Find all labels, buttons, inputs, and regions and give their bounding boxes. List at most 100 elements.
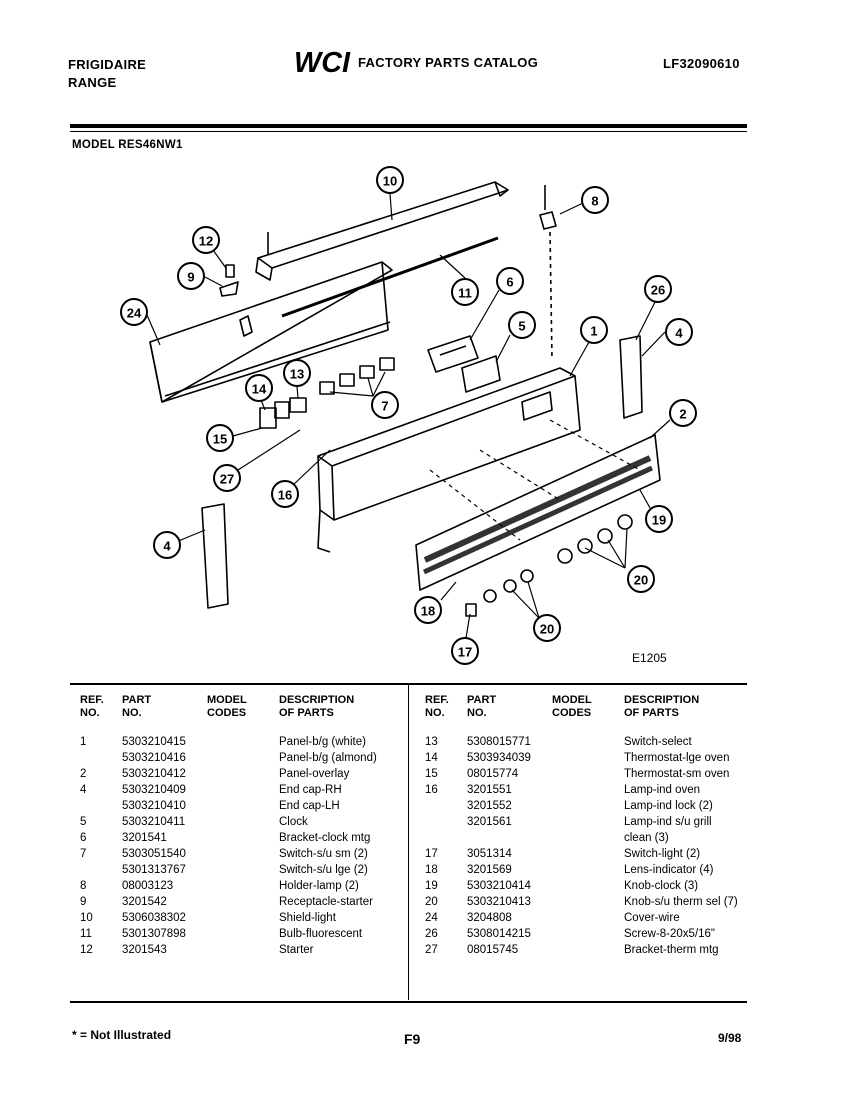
table-row: 5303210410 End cap-LH <box>80 798 404 814</box>
part-number-cell: 08003123 <box>122 880 174 892</box>
table-row: 2 5303210412 Panel-overlay <box>80 766 404 782</box>
table-center-divider <box>408 685 409 1000</box>
callout-8 <box>581 186 609 214</box>
svg-text:13: 13 <box>290 367 304 382</box>
model-label: MODEL RES46NW1 <box>72 139 183 151</box>
model-codes-cell <box>207 942 279 958</box>
model-codes-cell <box>552 926 624 942</box>
logo-text: WCI <box>294 47 351 76</box>
product-name: RANGE <box>68 75 117 90</box>
description-cell: Switch-select <box>624 736 692 748</box>
wci-logo: WCI <box>292 46 354 81</box>
model-codes-cell <box>552 766 624 782</box>
ref-cell <box>80 798 122 814</box>
callout-2 <box>669 399 697 427</box>
model-codes-cell <box>207 862 279 878</box>
model-codes-cell <box>207 734 279 750</box>
description-cell: Knob-clock (3) <box>624 880 699 892</box>
description-cell: End cap-RH <box>279 784 342 796</box>
callout-11 <box>451 278 479 306</box>
callout-20-upper <box>627 565 655 593</box>
model-codes-cell <box>552 910 624 926</box>
part-number-cell: 5301307898 <box>122 928 186 940</box>
part-number-cell: 5303934039 <box>467 752 531 764</box>
model-codes-cell <box>552 942 624 958</box>
description-cell: Cover-wire <box>624 912 680 924</box>
model-codes-cell <box>552 814 624 830</box>
ref-cell: 26 <box>425 928 438 940</box>
callout-17 <box>451 637 479 665</box>
description-cell: Screw-8-20x5/16" <box>624 928 716 940</box>
ref-cell: 11 <box>80 928 92 940</box>
description-cell: Switch-s/u lge (2) <box>279 864 368 876</box>
model-codes-cell <box>552 830 624 846</box>
part-number-cell: 5306038302 <box>122 912 186 924</box>
part-number-cell: 5303210412 <box>122 768 186 780</box>
ref-cell: 18 <box>425 864 438 876</box>
callout-24 <box>120 298 148 326</box>
description-cell: Clock <box>279 816 308 828</box>
svg-text:6: 6 <box>506 275 513 290</box>
callout-16 <box>271 480 299 508</box>
description-cell: Holder-lamp (2) <box>279 880 359 892</box>
description-cell: Switch-s/u sm (2) <box>279 848 368 860</box>
ref-cell: 2 <box>80 768 87 780</box>
model-codes-cell <box>207 830 279 846</box>
exploded-parts-diagram: 10 8 12 9 11 6 24 26 5 1 4 13 14 7 15 2 … <box>120 166 697 665</box>
svg-text:15: 15 <box>213 432 227 447</box>
model-codes-cell <box>552 734 624 750</box>
svg-text:17: 17 <box>458 645 472 660</box>
description-cell: Lens-indicator (4) <box>624 864 714 876</box>
description-cell: Lamp-ind oven <box>624 784 701 796</box>
svg-text:5: 5 <box>518 319 525 334</box>
part-number-cell: 5303210410 <box>122 800 186 812</box>
callout-7 <box>371 391 399 419</box>
ref-cell: 24 <box>425 912 438 924</box>
part-number-cell: 5303210411 <box>122 816 186 828</box>
ref-cell: 9 <box>80 896 87 908</box>
model-codes-cell <box>207 894 279 910</box>
description-cell: Thermostat-lge oven <box>624 752 730 764</box>
ref-cell <box>425 798 467 814</box>
model-codes-cell <box>207 798 279 814</box>
svg-text:16: 16 <box>278 488 292 503</box>
table-bottom-rule <box>70 1001 747 1003</box>
description-cell: clean (3) <box>624 832 669 844</box>
ref-cell: 15 <box>425 768 438 780</box>
svg-text:2: 2 <box>679 407 686 422</box>
model-codes-cell <box>207 782 279 798</box>
description-cell: Shield-light <box>279 912 336 924</box>
brand-name: FRIGIDAIRE <box>68 57 147 72</box>
model-codes-cell <box>552 750 624 766</box>
callout-26 <box>644 275 672 303</box>
ref-cell: 10 <box>80 912 93 924</box>
catalog-number: LF32090610 <box>663 56 740 71</box>
description-cell: Panel-overlay <box>279 768 350 780</box>
svg-text:24: 24 <box>127 306 142 321</box>
callout-14 <box>245 374 273 402</box>
description-cell: Bulb-fluorescent <box>279 928 363 940</box>
header-rule-thin <box>70 131 747 132</box>
svg-text:19: 19 <box>652 513 666 528</box>
callout-6 <box>496 267 524 295</box>
part-number-cell: 5303210409 <box>122 784 186 796</box>
svg-text:1: 1 <box>590 324 597 339</box>
header-rule-thick <box>70 124 747 128</box>
figure-code: E1205 <box>632 651 667 665</box>
svg-text:7: 7 <box>381 399 388 414</box>
description-cell: End cap-LH <box>279 800 340 812</box>
svg-text:8: 8 <box>591 194 598 209</box>
